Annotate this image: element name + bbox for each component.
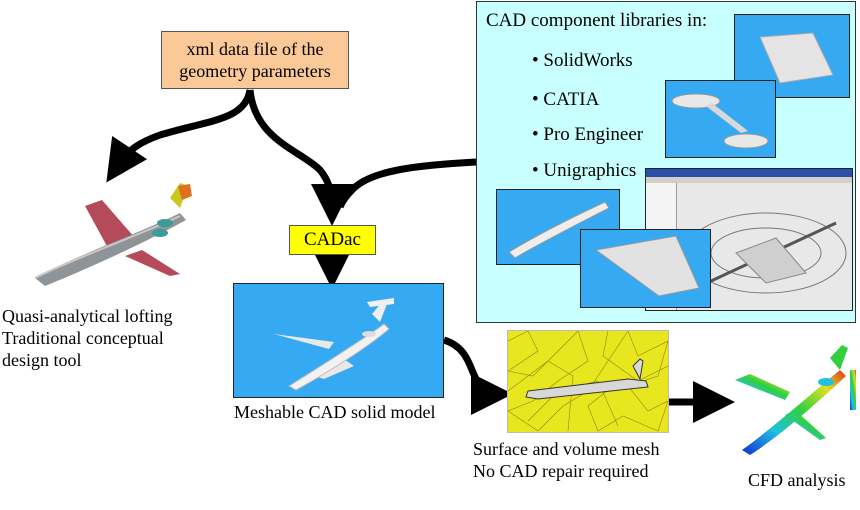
arrow-model-to-mesh	[442, 336, 513, 415]
library-title: CAD component libraries in:	[486, 10, 708, 31]
lofting-caption-line1: Quasi-analytical lofting	[2, 306, 173, 326]
cfd-result-image	[735, 345, 856, 455]
xml-box-line1: xml data file of the	[186, 39, 324, 59]
lofting-caption-block: Quasi-analytical lofting Traditional con…	[2, 305, 172, 371]
lofting-airplane-image	[34, 183, 192, 286]
fin-shape-icon	[759, 32, 834, 84]
cad-solid-model-image	[233, 283, 444, 398]
window-toolbar	[646, 177, 852, 183]
mesh-triangles-icon	[508, 331, 668, 432]
mesh-caption-line1: Surface and volume mesh	[473, 439, 660, 459]
mesh-caption-block: Surface and volume mesh No CAD repair re…	[473, 438, 659, 482]
cfd-caption: CFD analysis	[748, 470, 846, 490]
arrow-xml-to-cadac	[246, 89, 353, 226]
window-title-bar	[646, 169, 852, 177]
arrow-xml-to-lofting	[106, 89, 254, 183]
cadac-box: CADac	[289, 225, 376, 255]
nacelle-shape-icon	[671, 93, 769, 149]
library-thumb-nacelles	[665, 80, 776, 158]
mesh-image	[507, 330, 669, 433]
library-item-unigraphics: • Unigraphics	[532, 160, 637, 181]
cad-drawing-icon	[685, 212, 847, 294]
arrow-library-to-cadac	[336, 158, 477, 209]
library-thumb-fin	[734, 14, 850, 98]
xml-box-line2: geometry parameters	[179, 61, 331, 81]
mesh-caption-line2: No CAD repair required	[473, 461, 649, 481]
library-item-catia: • CATIA	[532, 89, 600, 110]
library-item-pro-engineer: • Pro Engineer	[532, 124, 644, 145]
xml-data-file-box: xml data file of the geometry parameters	[161, 31, 349, 89]
cad-airplane-icon	[274, 298, 394, 391]
library-thumb-wing	[580, 229, 711, 308]
lofting-caption-line3: design tool	[2, 350, 82, 370]
cad-model-caption: Meshable CAD solid model	[234, 402, 436, 422]
lofting-caption-line2: Traditional conceptual	[2, 328, 164, 348]
fuselage-shape-icon	[508, 201, 610, 259]
library-item-solidworks: • SolidWorks	[532, 50, 633, 71]
wing-shape-icon	[594, 235, 700, 297]
